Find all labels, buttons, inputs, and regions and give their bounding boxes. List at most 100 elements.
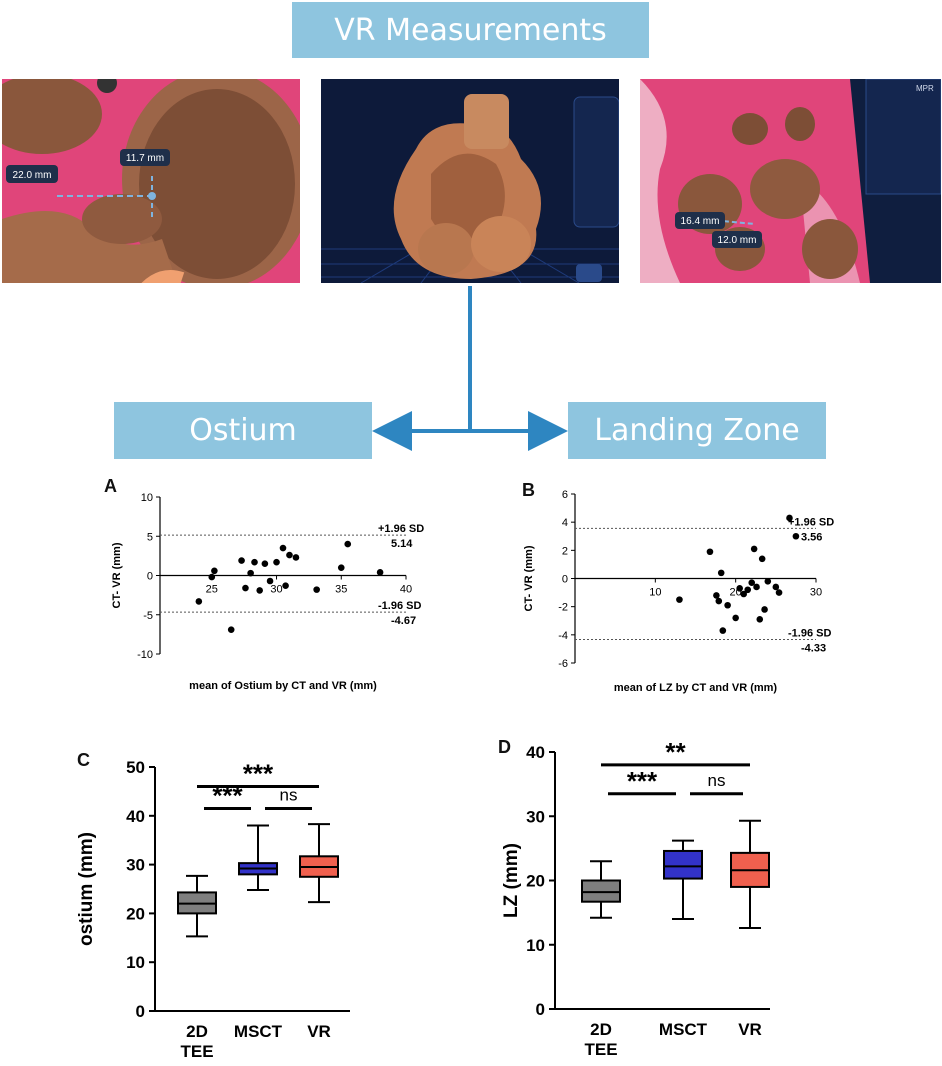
x-tick-label: 35 (335, 584, 347, 596)
y-tick-label: 30 (526, 807, 545, 826)
x-tick-label: 10 (649, 587, 661, 599)
y-tick-label: 40 (126, 807, 145, 826)
lower-sd-value: -4.33 (801, 642, 826, 654)
data-point (256, 587, 263, 594)
data-point (792, 532, 800, 540)
data-point (744, 586, 752, 594)
heart-closeup-left-image: 22.0 mm 11.7 mm (2, 79, 300, 283)
y-tick-label: 20 (126, 904, 145, 923)
x-tick-label: 30 (270, 584, 282, 596)
significance-label: ns (280, 785, 298, 804)
category-label: VR (738, 1020, 762, 1039)
category-label: MSCT (234, 1022, 283, 1041)
data-point (282, 582, 289, 590)
y-tick-label: 10 (126, 953, 145, 972)
data-point (761, 606, 768, 613)
data-point (713, 592, 720, 599)
data-point (715, 597, 723, 605)
data-point (724, 601, 731, 609)
panel-label-a: A (104, 476, 117, 496)
svg-text:11.7 mm: 11.7 mm (126, 153, 164, 164)
upper-sd-value: 5.14 (391, 538, 413, 550)
svg-text:22.0 mm: 22.0 mm (13, 170, 52, 181)
category-label: MSCT (659, 1020, 708, 1039)
data-point (736, 585, 743, 592)
data-point (676, 596, 683, 603)
category-label: TEE (180, 1042, 213, 1061)
data-point (775, 589, 783, 596)
data-point (195, 598, 203, 605)
significance-label: *** (212, 780, 243, 810)
y-tick-label: 0 (136, 1002, 145, 1021)
panel-label-d: D (498, 737, 511, 757)
y-tick-label: 50 (126, 758, 145, 777)
title-vr-measurements: VR Measurements (292, 2, 649, 58)
data-point (719, 627, 727, 634)
y-tick-label: -4 (558, 630, 568, 642)
y-tick-label: -10 (137, 649, 153, 661)
category-label: TEE (584, 1040, 617, 1059)
connector-arrows (372, 286, 568, 451)
significance-label: ns (708, 771, 726, 790)
data-point (251, 558, 258, 566)
heart-3d-vr-image (321, 79, 619, 283)
data-point (717, 569, 725, 577)
upper-sd-label: +1.96 SD (378, 523, 424, 535)
category-label: 2D (186, 1022, 208, 1041)
data-point (247, 569, 254, 577)
upper-sd-label: +1.96 SD (788, 516, 834, 528)
box (663, 849, 703, 880)
mpr-label: MPR (916, 84, 934, 93)
data-point (740, 590, 747, 598)
measure-label-12-0mm: 12.0 mm (712, 231, 762, 248)
heart-closeup-right-image: MPR 16.4 mm 12.0 mm (640, 79, 941, 283)
x-axis-label: mean of LZ by CT and VR (mm) (614, 682, 778, 694)
y-axis-label: CT- VR (mm) (523, 545, 535, 611)
data-point (238, 557, 245, 564)
data-point (764, 578, 772, 585)
lower-sd-value: -4.67 (391, 615, 416, 627)
significance-label: ** (665, 737, 686, 767)
svg-text:16.4 mm: 16.4 mm (681, 216, 720, 227)
data-point (211, 567, 218, 575)
y-tick-label: 40 (526, 743, 545, 762)
y-axis-label: LZ (mm) (501, 843, 522, 918)
y-tick-label: 2 (562, 545, 568, 557)
y-tick-label: 10 (526, 936, 545, 955)
data-point (337, 564, 345, 571)
y-tick-label: -5 (143, 610, 153, 622)
x-tick-label: 40 (400, 584, 412, 596)
y-tick-label: 20 (526, 872, 545, 891)
y-tick-label: 4 (562, 517, 568, 529)
data-point (786, 514, 793, 522)
data-point (279, 544, 287, 552)
data-point (772, 583, 780, 591)
data-point (753, 583, 760, 591)
x-tick-label: 30 (810, 587, 822, 599)
svg-text:12.0 mm: 12.0 mm (718, 235, 757, 246)
y-axis-label: ostium (mm) (76, 832, 97, 946)
data-point (292, 554, 300, 561)
lower-sd-label: -1.96 SD (378, 600, 421, 612)
category-label: 2D (590, 1020, 612, 1039)
lower-sd-label: -1.96 SD (788, 627, 831, 639)
data-point (376, 569, 384, 576)
category-label: VR (307, 1022, 331, 1041)
data-point (266, 577, 274, 585)
significance-label: *** (243, 759, 274, 789)
y-tick-label: 30 (126, 856, 145, 875)
y-tick-label: 6 (562, 489, 568, 501)
data-point (286, 551, 293, 559)
data-point (208, 573, 216, 581)
y-tick-label: 0 (562, 574, 568, 586)
ostium-box: Ostium (114, 402, 372, 459)
data-point (756, 616, 764, 623)
data-point (732, 614, 739, 622)
upper-sd-value: 3.56 (801, 531, 822, 543)
data-point (344, 540, 352, 548)
data-point (313, 586, 320, 593)
data-point (273, 558, 280, 566)
landing-zone-box: Landing Zone (568, 402, 826, 459)
